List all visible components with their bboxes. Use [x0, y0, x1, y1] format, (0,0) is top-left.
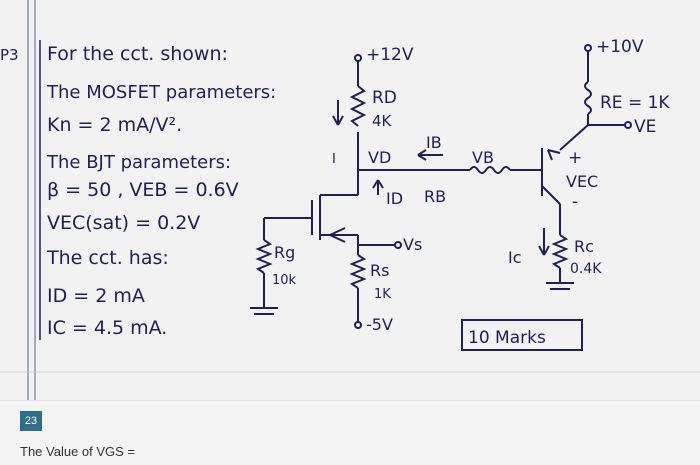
- label-vec-minus: -: [572, 192, 578, 212]
- label-rc-name: Rc: [574, 237, 594, 256]
- label-ic: Ic: [508, 248, 522, 267]
- marks-label: 10 Marks: [468, 328, 546, 348]
- label-vec-plus: +: [568, 148, 582, 168]
- notes-line-2: The MOSFET parameters:: [46, 82, 276, 103]
- handwritten-problem-photo: P3 For the cct. shown: The MOSFET parame…: [0, 0, 700, 400]
- label-rd-name: RD: [372, 88, 397, 108]
- quiz-question-panel: 23 The Value of VGS =: [0, 400, 700, 465]
- label-rg-value: 10k: [272, 273, 297, 288]
- label-rd-value: 4K: [372, 112, 393, 130]
- label-ve: VE: [634, 117, 656, 137]
- mosfet-stage: [250, 54, 542, 329]
- notes-line-1: For the cct. shown:: [47, 43, 228, 65]
- notes-line-3: Kn = 2 mA/V².: [47, 114, 182, 136]
- bjt-stage: [538, 44, 632, 290]
- label-rc-value: 0.4K: [570, 261, 602, 277]
- circuit-photo-svg: P3 For the cct. shown: The MOSFET parame…: [0, 0, 700, 400]
- question-number-badge[interactable]: 23: [20, 411, 42, 431]
- label-current-i: I: [332, 152, 336, 167]
- marks-box: [461, 319, 583, 351]
- notes-line-4: The BJT parameters:: [46, 152, 231, 173]
- notes-line-8: ID = 2 mA: [47, 285, 145, 307]
- question-text: The Value of VGS =: [20, 444, 136, 459]
- label-vss: -5V: [366, 315, 393, 334]
- label-re: RE = 1K: [600, 93, 670, 113]
- label-vs: Vs: [403, 235, 422, 254]
- label-vd: VD: [368, 148, 391, 167]
- notes-line-9: IC = 4.5 mA.: [47, 317, 167, 339]
- notes-line-7: The cct. has:: [46, 247, 169, 269]
- label-vdd-12v: +12V: [366, 45, 414, 65]
- notes-line-6: VEC(sat) = 0.2V: [47, 212, 200, 234]
- label-rg-name: Rg: [274, 243, 295, 262]
- label-rs-name: Rs: [370, 261, 389, 280]
- label-vdd-10v: +10V: [596, 37, 644, 57]
- label-ib: IB: [426, 133, 442, 152]
- label-vec: VEC: [566, 172, 598, 191]
- label-rs-value: 1K: [374, 287, 391, 302]
- problem-number: P3: [0, 46, 19, 64]
- label-vb: VB: [472, 148, 494, 167]
- label-id: ID: [386, 189, 403, 208]
- label-rb: RB: [424, 187, 446, 206]
- notes-line-5: β = 50 , VEB = 0.6V: [47, 179, 239, 201]
